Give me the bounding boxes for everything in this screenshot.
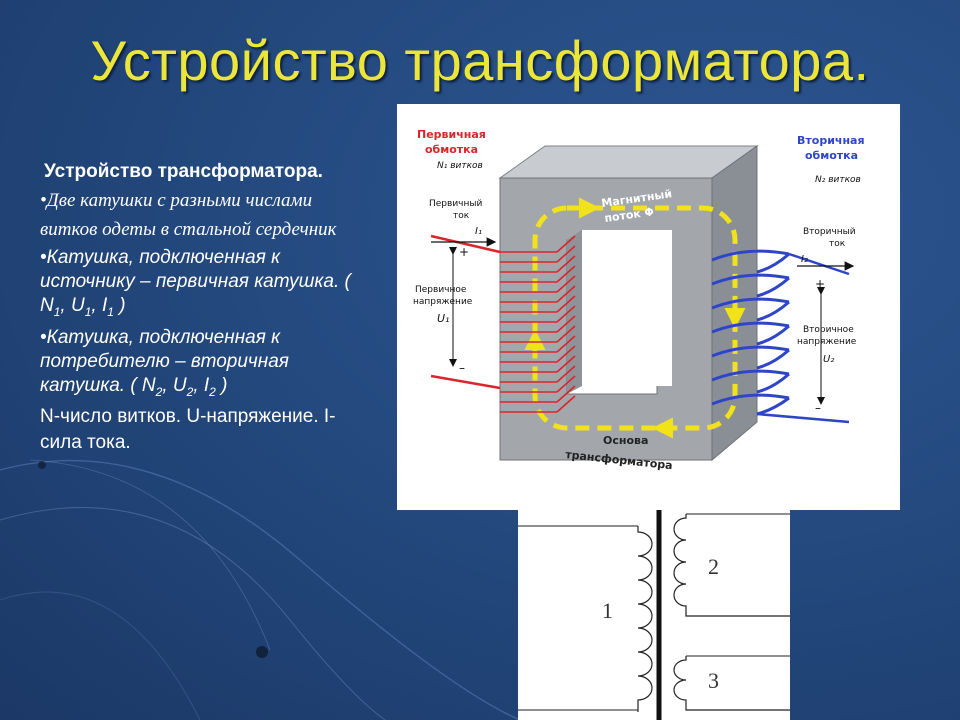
primary-winding-label: Первичная [417,128,486,141]
transformer-diagram: Магнитный поток Φ Основа трансформатора [397,104,900,510]
secondary-lead-top [788,252,850,276]
schematic-secondary-winding-3 [673,656,790,711]
secondary-winding-label: Вторичная [797,134,865,147]
primary-current-label-2: ток [453,211,470,221]
schematic-label-2: 2 [708,554,719,579]
primary-voltage-symbol: U₁ [437,312,449,325]
primary-current-label: Первичный [429,199,482,209]
text-column: Устройство трансформатора. •Две катушки … [40,160,360,456]
secondary-winding-label-2: обмотка [805,149,858,162]
secondary-current-label: Вторичный [803,227,856,237]
primary-voltage-label: Первичное [415,285,467,295]
primary-turns: N₁ витков [437,161,483,171]
paragraph-secondary: •Катушка, подключенная к потребителю – в… [40,326,289,399]
core-label: Основа [603,434,648,447]
secondary-coil [711,249,790,416]
primary-voltage-label-2: напряжение [413,297,473,307]
paragraph-primary: •Катушка, подключенная к источнику – пер… [40,247,351,319]
primary-lead-bottom [430,374,501,390]
core-window [582,230,672,386]
secondary-current-label-2: ток [829,239,846,249]
paragraph-legend: N-число витков. U-напряжение. I-сила ток… [40,405,336,453]
primary-lead-top [430,234,501,254]
text-heading: Устройство трансформатора. [44,161,323,182]
schematic-primary-winding [637,526,653,712]
primary-plus: + [459,245,469,259]
primary-coil [500,235,576,413]
swoosh-dot [38,461,46,469]
secondary-voltage-label: Вторичное [803,325,854,335]
secondary-plus: + [815,277,825,291]
primary-current-symbol: I₁ [475,226,482,237]
flux-label-2: поток Φ [604,205,655,225]
secondary-voltage-label-2: напряжение [797,337,857,347]
secondary-voltage-symbol: U₂ [823,354,834,365]
secondary-current-symbol: I₂ [801,254,808,265]
core-window-inner-side [567,230,582,394]
schematic-label-1: 1 [602,598,613,623]
primary-minus: – [459,361,465,375]
secondary-minus: – [815,401,821,415]
paragraph-coils: •Две катушки с разными числами витков од… [40,190,337,240]
primary-winding-label-2: обмотка [425,143,478,156]
transformer-schematic: 1 2 3 [518,510,790,720]
secondary-lead-bottom [756,412,850,424]
slide-title: Устройство трансформатора. [90,29,870,92]
schematic-secondary-winding-2 [673,514,790,617]
swoosh-dot [256,646,268,658]
secondary-turns: N₂ витков [815,175,861,185]
schematic-label-3: 3 [708,668,719,693]
